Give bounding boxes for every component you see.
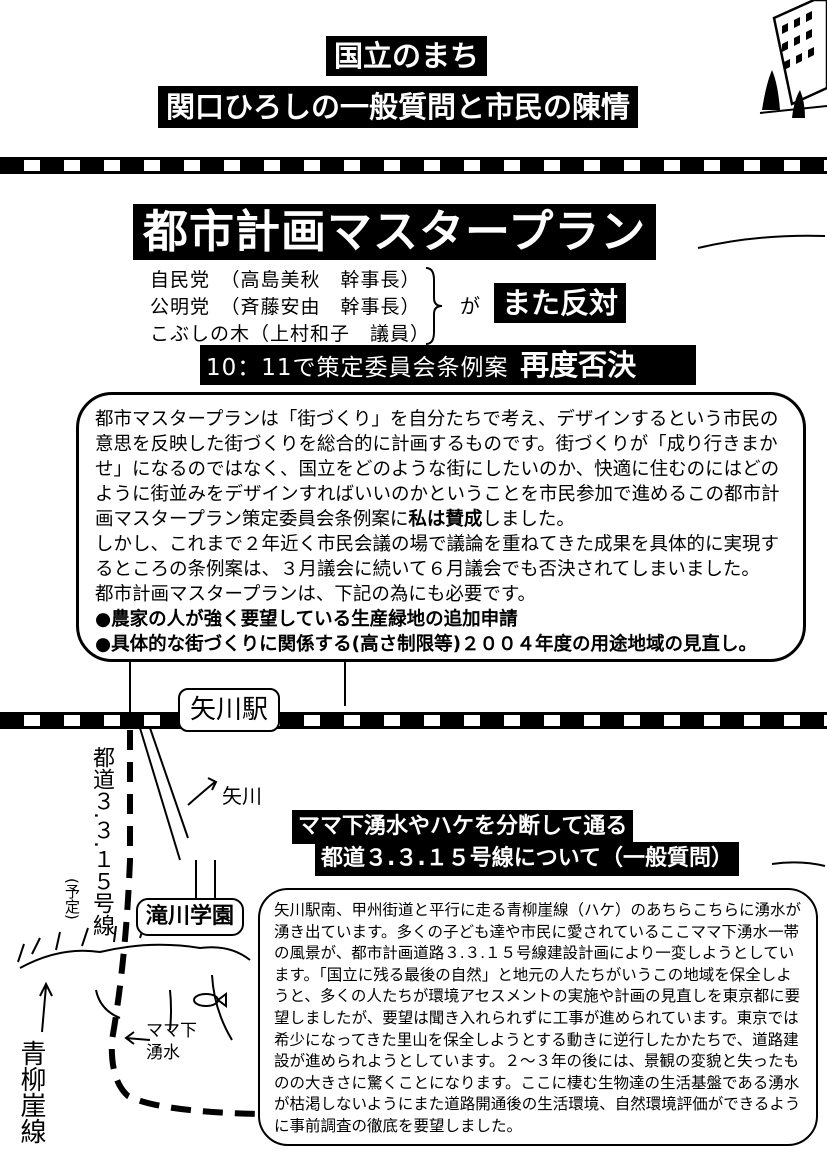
curve-line	[771, 861, 826, 867]
party-line: 公明党 （斉藤安由 幹事長）	[150, 296, 421, 318]
opposed-label: また反対	[494, 283, 627, 323]
yagawa-label: 矢川	[222, 784, 262, 808]
railway-divider	[0, 712, 827, 729]
spring-title-line2: 都道３.３.１５号線について（一般質問）	[315, 842, 740, 876]
spring-title-line1: ママ下湧水やハケを分断して通る	[292, 810, 634, 844]
cliff-line-label: 青柳崖線	[16, 1040, 46, 1144]
road-planned-label: (予定)	[63, 878, 81, 920]
curve-line	[697, 234, 826, 249]
plan-paragraph: 都市マスタープランは「街づくり」を自分たちで考え、デザインするという市民の意思を…	[95, 409, 780, 530]
vote-result-emphasis: 再度否決	[520, 348, 637, 382]
party-line: こぶしの木（上村和子 議員）	[150, 323, 431, 345]
plan-description-box: 都市マスタープランは「街づくり」を自分たちで考え、デザインするという市民の意思を…	[76, 392, 806, 662]
map-drawing	[17, 662, 346, 1117]
spring-description-box: 矢川駅南、甲州街道と平行に走る青柳崖線（ハケ）のあちらこちらに湧水が湧き出ていま…	[258, 888, 818, 1146]
plan-bullet: ●農家の人が強く要望している生産緑地の追加申請	[95, 609, 518, 630]
road-label: 都道３.３.１５号線	[89, 746, 114, 936]
parties-ga: が	[460, 294, 480, 318]
plan-bullet: ●具体的な街づくりに関係する(高さ制限等)２００４年度の用途地域の見直し。	[95, 634, 758, 655]
station-label: 矢川駅	[178, 688, 281, 732]
building-sketch	[759, 0, 827, 118]
header-title-line2: 関口ひろしの一般質問と市民の陳情	[158, 86, 639, 128]
header-title-line1: 国立のまち	[326, 36, 488, 76]
plan-paragraph: 都市計画マスタープランは、下記の為にも必要です。	[95, 584, 537, 605]
school-label: 滝川学園	[136, 898, 245, 936]
party-line: 自民党 （高島美秋 幹事長）	[150, 269, 421, 291]
vote-result-bar: 10：11で策定委員会条例案 再度否決	[200, 345, 696, 385]
vote-result-text: 10：11で策定委員会条例案	[206, 355, 509, 381]
plan-paragraph: しかし、これまで２年近く市民会議の場で議論を重ねてきた成果を具体的に実現するとこ…	[95, 534, 779, 580]
railway-divider	[0, 157, 827, 174]
spring-paragraph: 矢川駅南、甲州街道と平行に走る青柳崖線（ハケ）のあちらこちらに湧水が湧き出ていま…	[274, 901, 802, 1135]
plan-support-bold: 私は賛成	[408, 509, 483, 530]
spring-label: ママ下湧水	[146, 1021, 197, 1063]
headline: 都市計画マスタープラン	[133, 204, 657, 260]
brace	[425, 267, 443, 345]
